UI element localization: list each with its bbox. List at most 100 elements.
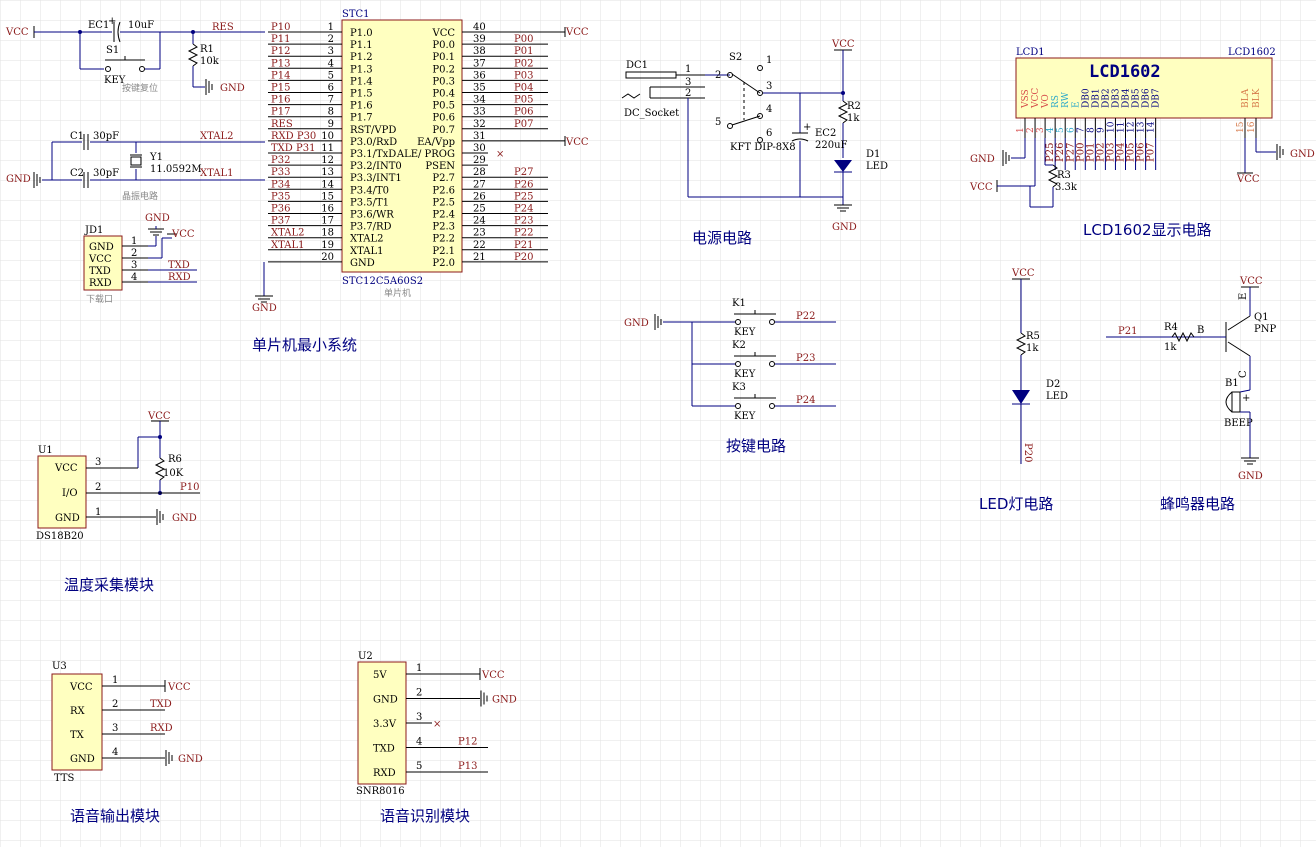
tts-pin-name: GND	[70, 754, 95, 765]
mcu-pin-num: 17	[321, 216, 334, 227]
d1-value: LED	[866, 161, 888, 172]
mcu-pin-num: 11	[321, 143, 334, 154]
buzzer-circuit: VCC E Q1 PNP P21 R4 1k B C B1 + BEEP GND	[1106, 276, 1276, 482]
mcu-pin-name: P0.6	[432, 113, 455, 124]
jd1-pin-name: GND	[89, 242, 114, 253]
lcd-pin-num: 10	[1106, 121, 1116, 133]
u1-part: DS18B20	[36, 531, 84, 542]
snr-net: P13	[458, 761, 477, 772]
lcd-pin-net: P04	[1116, 143, 1127, 162]
c2-value: 30pF	[93, 168, 119, 179]
svg-text:+: +	[803, 122, 811, 133]
u1-pin-num: 2	[95, 482, 101, 493]
tts-pin-name: RX	[70, 706, 86, 717]
mcu-pin-num: 39	[473, 34, 486, 45]
mcu-pin-num: 18	[321, 228, 334, 239]
lcd-pin-net: P26	[1055, 143, 1066, 162]
vcc-label: VCC	[5, 27, 29, 38]
tts-pin-num: 4	[112, 747, 118, 758]
mcu-pin-name: P1.2	[350, 52, 373, 63]
lcd-pin-net: P02	[1095, 143, 1106, 162]
mcu-left-net: P33	[271, 167, 290, 178]
r1-value: 10k	[200, 56, 220, 67]
gnd-label: GND	[145, 213, 170, 224]
mcu-left-net: P12	[271, 46, 290, 57]
mcu-pin-num: 28	[473, 167, 486, 178]
lcd-pin-name: DB7	[1152, 88, 1162, 108]
lcd-pin-name: RS	[1051, 95, 1061, 108]
txd-net: TXD	[168, 260, 190, 271]
mcu-pin-name: P2.3	[432, 222, 455, 233]
sw-pin: 5	[715, 117, 721, 128]
u1-pin-name: VCC	[54, 463, 78, 474]
c2-ref: C2	[70, 168, 84, 179]
mcu-left-net: P35	[271, 191, 290, 202]
snr-pin-name: RXD	[373, 768, 396, 779]
lcd-pin-num: 1	[1016, 127, 1026, 133]
mcu-pin-name: P3.1/TxD	[350, 149, 396, 160]
gnd-label: GND	[624, 318, 649, 329]
lcd-pin-num: 7	[1076, 127, 1086, 133]
snr-pin-num: 5	[416, 761, 422, 772]
mcu-pin-num: 20	[321, 252, 334, 263]
u2-ref: U2	[358, 651, 373, 662]
snr-pin-name: GND	[373, 695, 398, 706]
mcu-pin-num: 8	[328, 107, 334, 118]
mcu-pin-name: P3.2/INT0	[350, 161, 402, 172]
crystal-note: 晶振电路	[122, 190, 158, 202]
key-contact	[735, 403, 741, 409]
mcu-pin-num: 14	[321, 179, 334, 190]
b1-ref: B1	[1225, 378, 1239, 389]
mcu-pin-num: 29	[473, 155, 486, 166]
mcu-left-net: P17	[271, 107, 290, 118]
mcu-note: 单片机	[384, 287, 411, 299]
lcd-pin-net: P05	[1126, 143, 1137, 162]
jd1-pin-num: 1	[131, 236, 137, 247]
lcd-pin-num: 4	[1046, 127, 1056, 133]
mcu-pin-num: 33	[473, 107, 486, 118]
sw-pin: 6	[766, 128, 772, 139]
mcu-pin-name: P0.1	[432, 52, 455, 63]
switch-part: KFT DIP-8X8	[730, 142, 796, 153]
key-contact	[735, 361, 741, 367]
mcu-pin-num: 12	[321, 155, 334, 166]
mcu-pin-num: 6	[328, 83, 334, 94]
tts-net: RXD	[150, 723, 173, 734]
ec1-ref: EC1	[88, 20, 109, 31]
no-connect-mark: ×	[433, 719, 441, 730]
mcu-pin-num: 38	[473, 46, 486, 57]
ec1-value: 10uF	[128, 20, 154, 31]
mcu-pin-name: XTAL2	[350, 234, 383, 245]
lcd-pin-name: RW	[1061, 91, 1071, 108]
key-contact	[769, 403, 775, 409]
tts-pin-num: 1	[112, 675, 118, 686]
mcu-section: STC1 P1.01P10P1.12P11P1.23P12P1.34P13P1.…	[252, 9, 589, 314]
mcu-pin-num: 32	[473, 119, 486, 130]
mcu-left-net: TXD P31	[271, 143, 315, 154]
r5-ref: R5	[1026, 331, 1040, 342]
lcd-pin-name: DB4	[1122, 88, 1132, 108]
mcu-pin-name: P2.4	[432, 210, 455, 221]
mcu-pin-name: RST/VPD	[350, 125, 396, 136]
p21-net: P21	[1118, 326, 1137, 337]
snr-net: P12	[458, 737, 477, 748]
section-title-temp: 温度采集模块	[64, 576, 154, 594]
r6-ref: R6	[168, 454, 182, 465]
vcc-label: VCC	[969, 182, 993, 193]
lcd-pin-num: 11	[1117, 122, 1127, 133]
key-contact	[769, 361, 775, 367]
snr-pin-name: 5V	[373, 670, 387, 681]
key-ref: K2	[732, 340, 746, 351]
mcu-pin-num: 25	[473, 204, 486, 215]
key-net: P22	[796, 311, 815, 322]
snr-pin-num: 1	[416, 663, 422, 674]
mcu-left-net: P10	[271, 22, 290, 33]
sw-pin: 3	[766, 81, 772, 92]
p10-net: P10	[180, 482, 199, 493]
snr-net: GND	[492, 695, 517, 706]
mcu-pin-name: P0.4	[432, 89, 455, 100]
mcu-left-net: P14	[271, 70, 290, 81]
